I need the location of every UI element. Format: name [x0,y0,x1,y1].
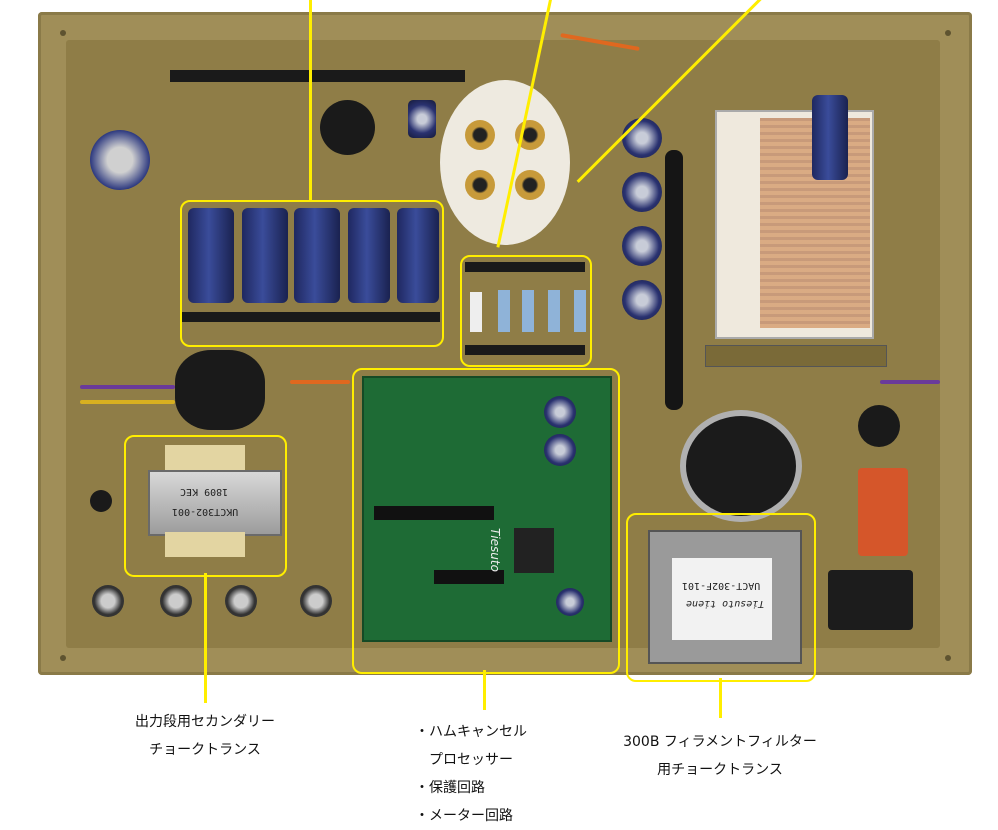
wire [290,380,350,384]
choke-bobbin [165,532,245,557]
terminal-strip [170,70,465,82]
terminal-strip [180,312,440,322]
callout-line: プロセッサー [415,752,513,768]
resistor [498,290,510,332]
power-switch [858,468,908,556]
capacitor [408,100,436,138]
capacitor [622,172,662,212]
callout-secondary-choke: 出力段用セカンダリー チョークトランス [105,708,305,764]
terminal-strip [465,345,585,355]
fuse-holder [858,405,900,447]
resistor [522,290,534,332]
highlight-hum-cancel-pcb [352,368,620,674]
tube-socket [320,100,375,155]
capacitor [622,118,662,158]
socket-pin [465,170,495,200]
filter-capacitor [242,208,288,303]
filter-capacitor [188,208,234,303]
leader-line [309,0,312,200]
leader-line [719,678,722,718]
potentiometer [90,130,150,190]
highlight-filter-capacitors [180,200,444,347]
callout-line: ・ハムキャンセル [415,724,527,740]
callout-line: ・保護回路 [415,780,485,796]
leader-line [204,573,207,703]
resistor [574,290,586,332]
capacitor [544,434,576,466]
filter-capacitor [397,208,439,303]
leader-line [483,670,486,710]
callout-line: 出力段用セカンダリー [135,714,275,730]
screw [945,655,951,661]
resistor [548,290,560,332]
wire [80,385,175,389]
callout-line: 300B フィラメントフィルター [623,734,817,750]
filament-choke-transformer: UACT-302F-101 Tiesuto tiene [672,558,772,640]
speaker-terminal [160,585,192,617]
callout-line: 用チョークトランス [657,762,783,778]
rectifier-board [705,345,887,367]
screw [945,30,951,36]
heatsink [514,528,554,573]
wire [880,380,940,384]
speaker-terminal [300,585,332,617]
toroidal-choke [680,410,802,522]
speaker-terminal [225,585,257,617]
ac-inlet [828,570,913,630]
hum-cancel-pcb: Tiesuto [362,376,612,642]
highlight-resistor-strip [460,255,592,367]
terminal-strip [465,262,585,272]
ic-chip [434,570,504,584]
highlight-secondary-choke [124,435,287,577]
ic-chip [374,506,494,520]
socket-pin [465,120,495,150]
choke-bobbin [165,445,245,470]
screw [60,655,66,661]
screw [60,30,66,36]
capacitor [622,280,662,320]
callout-hum-cancel-board: ・ハムキャンセル プロセッサー ・保護回路 ・メーター回路 [415,718,527,830]
resistor [470,292,482,332]
filter-capacitor [294,208,340,303]
capacitor [812,95,848,180]
highlight-filament-choke [626,513,816,682]
filter-capacitor [348,208,390,303]
wire-bundle [665,150,683,410]
callout-filament-choke: 300B フィラメントフィルター 用チョークトランス [600,728,840,784]
tube-socket [175,350,265,430]
callout-line: チョークトランス [149,742,261,758]
capacitor [544,396,576,428]
callout-line: ・メーター回路 [415,808,513,824]
socket-pin [515,170,545,200]
capacitor [556,588,584,616]
jack [90,490,112,512]
speaker-terminal [92,585,124,617]
capacitor [622,226,662,266]
wire [80,400,175,404]
